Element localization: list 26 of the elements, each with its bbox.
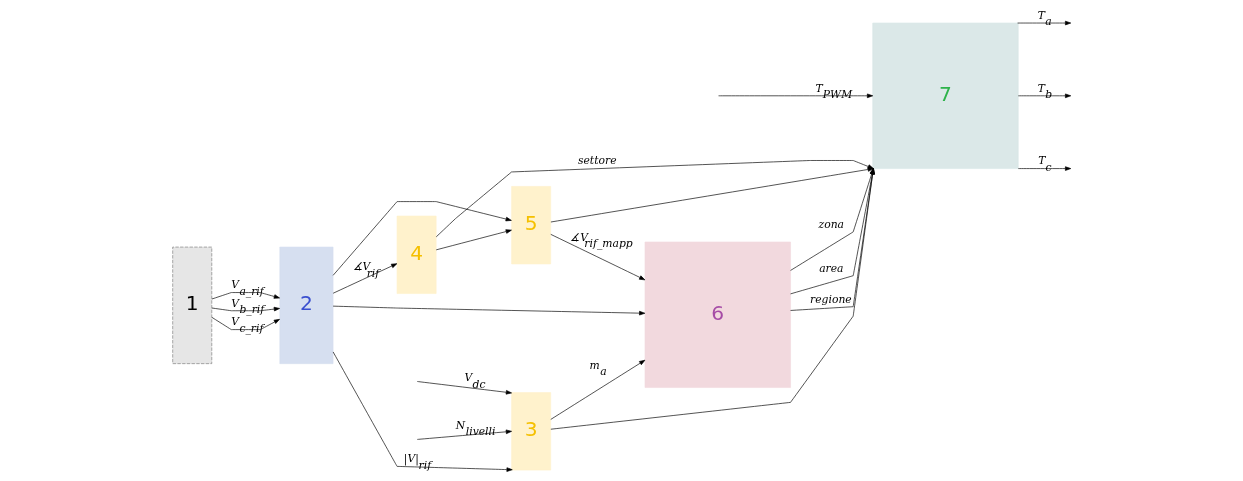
arrow	[416, 429, 512, 440]
arrow	[1017, 166, 1071, 171]
node-box: 4	[396, 215, 436, 294]
edge-label: area	[818, 261, 844, 275]
node-box: 6	[644, 241, 791, 388]
arrow	[332, 305, 645, 316]
arrow	[549, 359, 645, 420]
node-box: 5	[510, 186, 551, 265]
arrow	[211, 306, 280, 312]
node-box: 2	[279, 246, 333, 364]
edge-label: settore	[577, 153, 617, 167]
arrow	[1017, 93, 1071, 99]
node-box: 7	[871, 22, 1019, 169]
arrow	[717, 93, 873, 99]
arrow	[416, 381, 512, 395]
node-box: 1	[171, 246, 212, 364]
arrow	[435, 229, 512, 251]
arrow	[211, 292, 280, 300]
arrow	[549, 234, 645, 281]
arrow	[332, 351, 513, 472]
edge-label: regione	[809, 292, 852, 306]
edge-label: zona	[818, 217, 844, 231]
node-box: 3	[510, 392, 551, 471]
arrow	[332, 201, 512, 276]
arrow	[332, 263, 397, 294]
arrow	[1016, 20, 1071, 26]
